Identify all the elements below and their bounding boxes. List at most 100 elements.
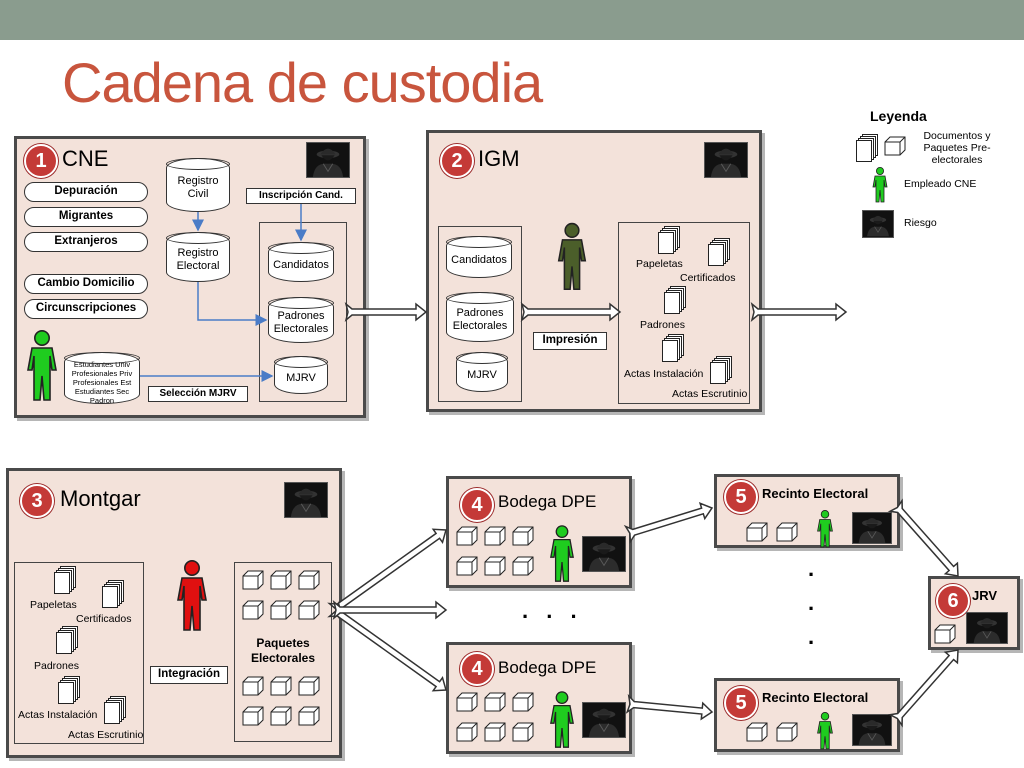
package-grid-top — [242, 570, 326, 626]
label-certificados-igm: Certificados — [680, 272, 736, 284]
legend-risk-icon — [862, 210, 894, 238]
panel-title-montgar: Montgar — [60, 486, 141, 511]
arrow-bodega-1-to-recinto-1 — [623, 502, 714, 544]
label-papeletas-montgar: Papeletas — [30, 599, 77, 611]
documents-icon-padrones-igm — [664, 286, 686, 314]
risk-icon-recinto-1 — [852, 512, 892, 544]
panel-title-igm: IGM — [478, 146, 520, 171]
documents-icon-certificados-montgar — [102, 580, 124, 608]
ellipsis-vertical-1: . — [808, 556, 821, 581]
panel-title-recinto-1: Recinto Electoral — [762, 486, 869, 501]
step-number-3: 3 — [20, 484, 54, 518]
employee-icon-igm — [553, 218, 591, 296]
ellipsis-horizontal: . . . — [522, 598, 583, 623]
legend-documents-label: Documentos y Paquetes Pre-electorales — [923, 130, 991, 166]
package-icon — [298, 570, 320, 590]
package-grid-bodega-1 — [456, 526, 540, 582]
documents-icon-papeletas-igm — [658, 226, 680, 254]
employee-icon-recinto-1 — [814, 510, 836, 548]
arrow-montgar-to-bodega-1 — [327, 528, 447, 619]
package-icon — [456, 526, 478, 546]
risk-icon-cne — [306, 142, 350, 178]
panel-title-bodega-2: Bodega DPE — [498, 658, 597, 677]
step-number-5b: 5 — [724, 686, 758, 720]
risk-icon-jrv — [966, 612, 1008, 644]
package-icon — [298, 600, 320, 620]
package-icon — [242, 570, 264, 590]
arrow-recinto-2-to-jrv — [887, 649, 959, 728]
label-impresion: Impresión — [533, 332, 607, 350]
ellipsis-vertical-3: . — [808, 624, 821, 649]
package-icon — [270, 676, 292, 696]
documents-icon-padrones-montgar — [56, 626, 78, 654]
db-mjrv-igm: MJRV — [456, 352, 508, 392]
ellipsis-vertical-2: . — [808, 590, 821, 615]
risk-icon-recinto-2 — [852, 714, 892, 746]
label-actas-instalacion-igm: Actas Instalación — [624, 368, 704, 380]
label-actas-escrutinio-igm: Actas Escrutinio — [672, 388, 748, 400]
panel-title-bodega-1: Bodega DPE — [498, 492, 597, 511]
top-bar — [0, 0, 1024, 40]
package-icon-recinto-1b — [776, 522, 798, 542]
package-icon — [512, 556, 534, 576]
legend-employee-icon — [870, 167, 890, 203]
legend-title: Leyenda — [870, 108, 927, 124]
db-padrones-cne: Padrones Electorales — [268, 297, 334, 343]
package-icon — [484, 556, 506, 576]
arrow-montgar-to-bodega-2 — [327, 601, 447, 692]
label-paquetes-electorales: Paquetes Electorales — [250, 636, 316, 665]
documents-icon-actas-escrutinio-montgar — [104, 696, 126, 724]
db-registro-electoral: Registro Electoral — [166, 232, 230, 282]
step-number-6: 6 — [936, 584, 970, 618]
db-estudiantes: Estudiantes Univ Profesionales Priv Prof… — [64, 352, 140, 405]
step-number-5a: 5 — [724, 480, 758, 514]
package-grid-bodega-2 — [456, 692, 540, 748]
package-icon — [242, 706, 264, 726]
package-icon — [242, 676, 264, 696]
package-icon-recinto-1a — [746, 522, 768, 542]
pill-depuracion: Depuración — [24, 182, 148, 202]
label-padrones-igm: Padrones — [640, 319, 685, 331]
label-integracion: Integración — [150, 666, 228, 684]
package-icon — [270, 600, 292, 620]
package-icon — [512, 722, 534, 742]
db-registro-civil: Registro Civil — [166, 158, 230, 212]
step-number-2: 2 — [440, 144, 474, 178]
db-candidatos-cne: Candidatos — [268, 242, 334, 282]
arrow-montgar-to-more — [332, 599, 448, 621]
step-number-4a: 4 — [460, 488, 494, 522]
documents-icon-actas-instalacion-montgar — [58, 676, 80, 704]
package-icon — [298, 706, 320, 726]
legend-documents-icon — [856, 134, 878, 162]
label-papeletas-igm: Papeletas — [636, 258, 683, 270]
package-icon — [270, 570, 292, 590]
package-grid-bottom — [242, 676, 326, 732]
label-certificados-montgar: Certificados — [76, 613, 132, 625]
label-inscripcion-cand: Inscripción Cand. — [246, 188, 356, 204]
package-icon — [484, 722, 506, 742]
employee-icon-bodega-2 — [546, 688, 578, 752]
documents-icon-actas-escrutinio-igm — [710, 356, 732, 384]
step-number-4b: 4 — [460, 652, 494, 686]
package-icon — [270, 706, 292, 726]
employee-icon-bodega-1 — [546, 522, 578, 586]
package-icon — [456, 556, 478, 576]
step-number-1: 1 — [24, 144, 58, 178]
panel-title-cne: CNE — [62, 146, 109, 171]
panel-title-recinto-2: Recinto Electoral — [762, 690, 869, 705]
arrow-recinto-1-to-jrv — [887, 498, 959, 577]
legend-employee-label: Empleado CNE — [904, 178, 977, 190]
package-icon — [512, 526, 534, 546]
label-padrones-montgar: Padrones — [34, 660, 79, 672]
arrow-bodega-2-to-recinto-2 — [625, 693, 714, 721]
pill-extranjeros: Extranjeros — [24, 232, 148, 252]
package-icon-recinto-2b — [776, 722, 798, 742]
package-icon — [512, 692, 534, 712]
documents-icon-certificados-igm — [708, 238, 730, 266]
employee-icon-risk-montgar — [172, 556, 212, 636]
db-mjrv-cne: MJRV — [274, 356, 328, 394]
panel-title-jrv: JRV — [972, 588, 998, 603]
pill-cambio-domicilio: Cambio Domicilio — [24, 274, 148, 294]
risk-icon-montgar — [284, 482, 328, 518]
package-icon — [484, 526, 506, 546]
